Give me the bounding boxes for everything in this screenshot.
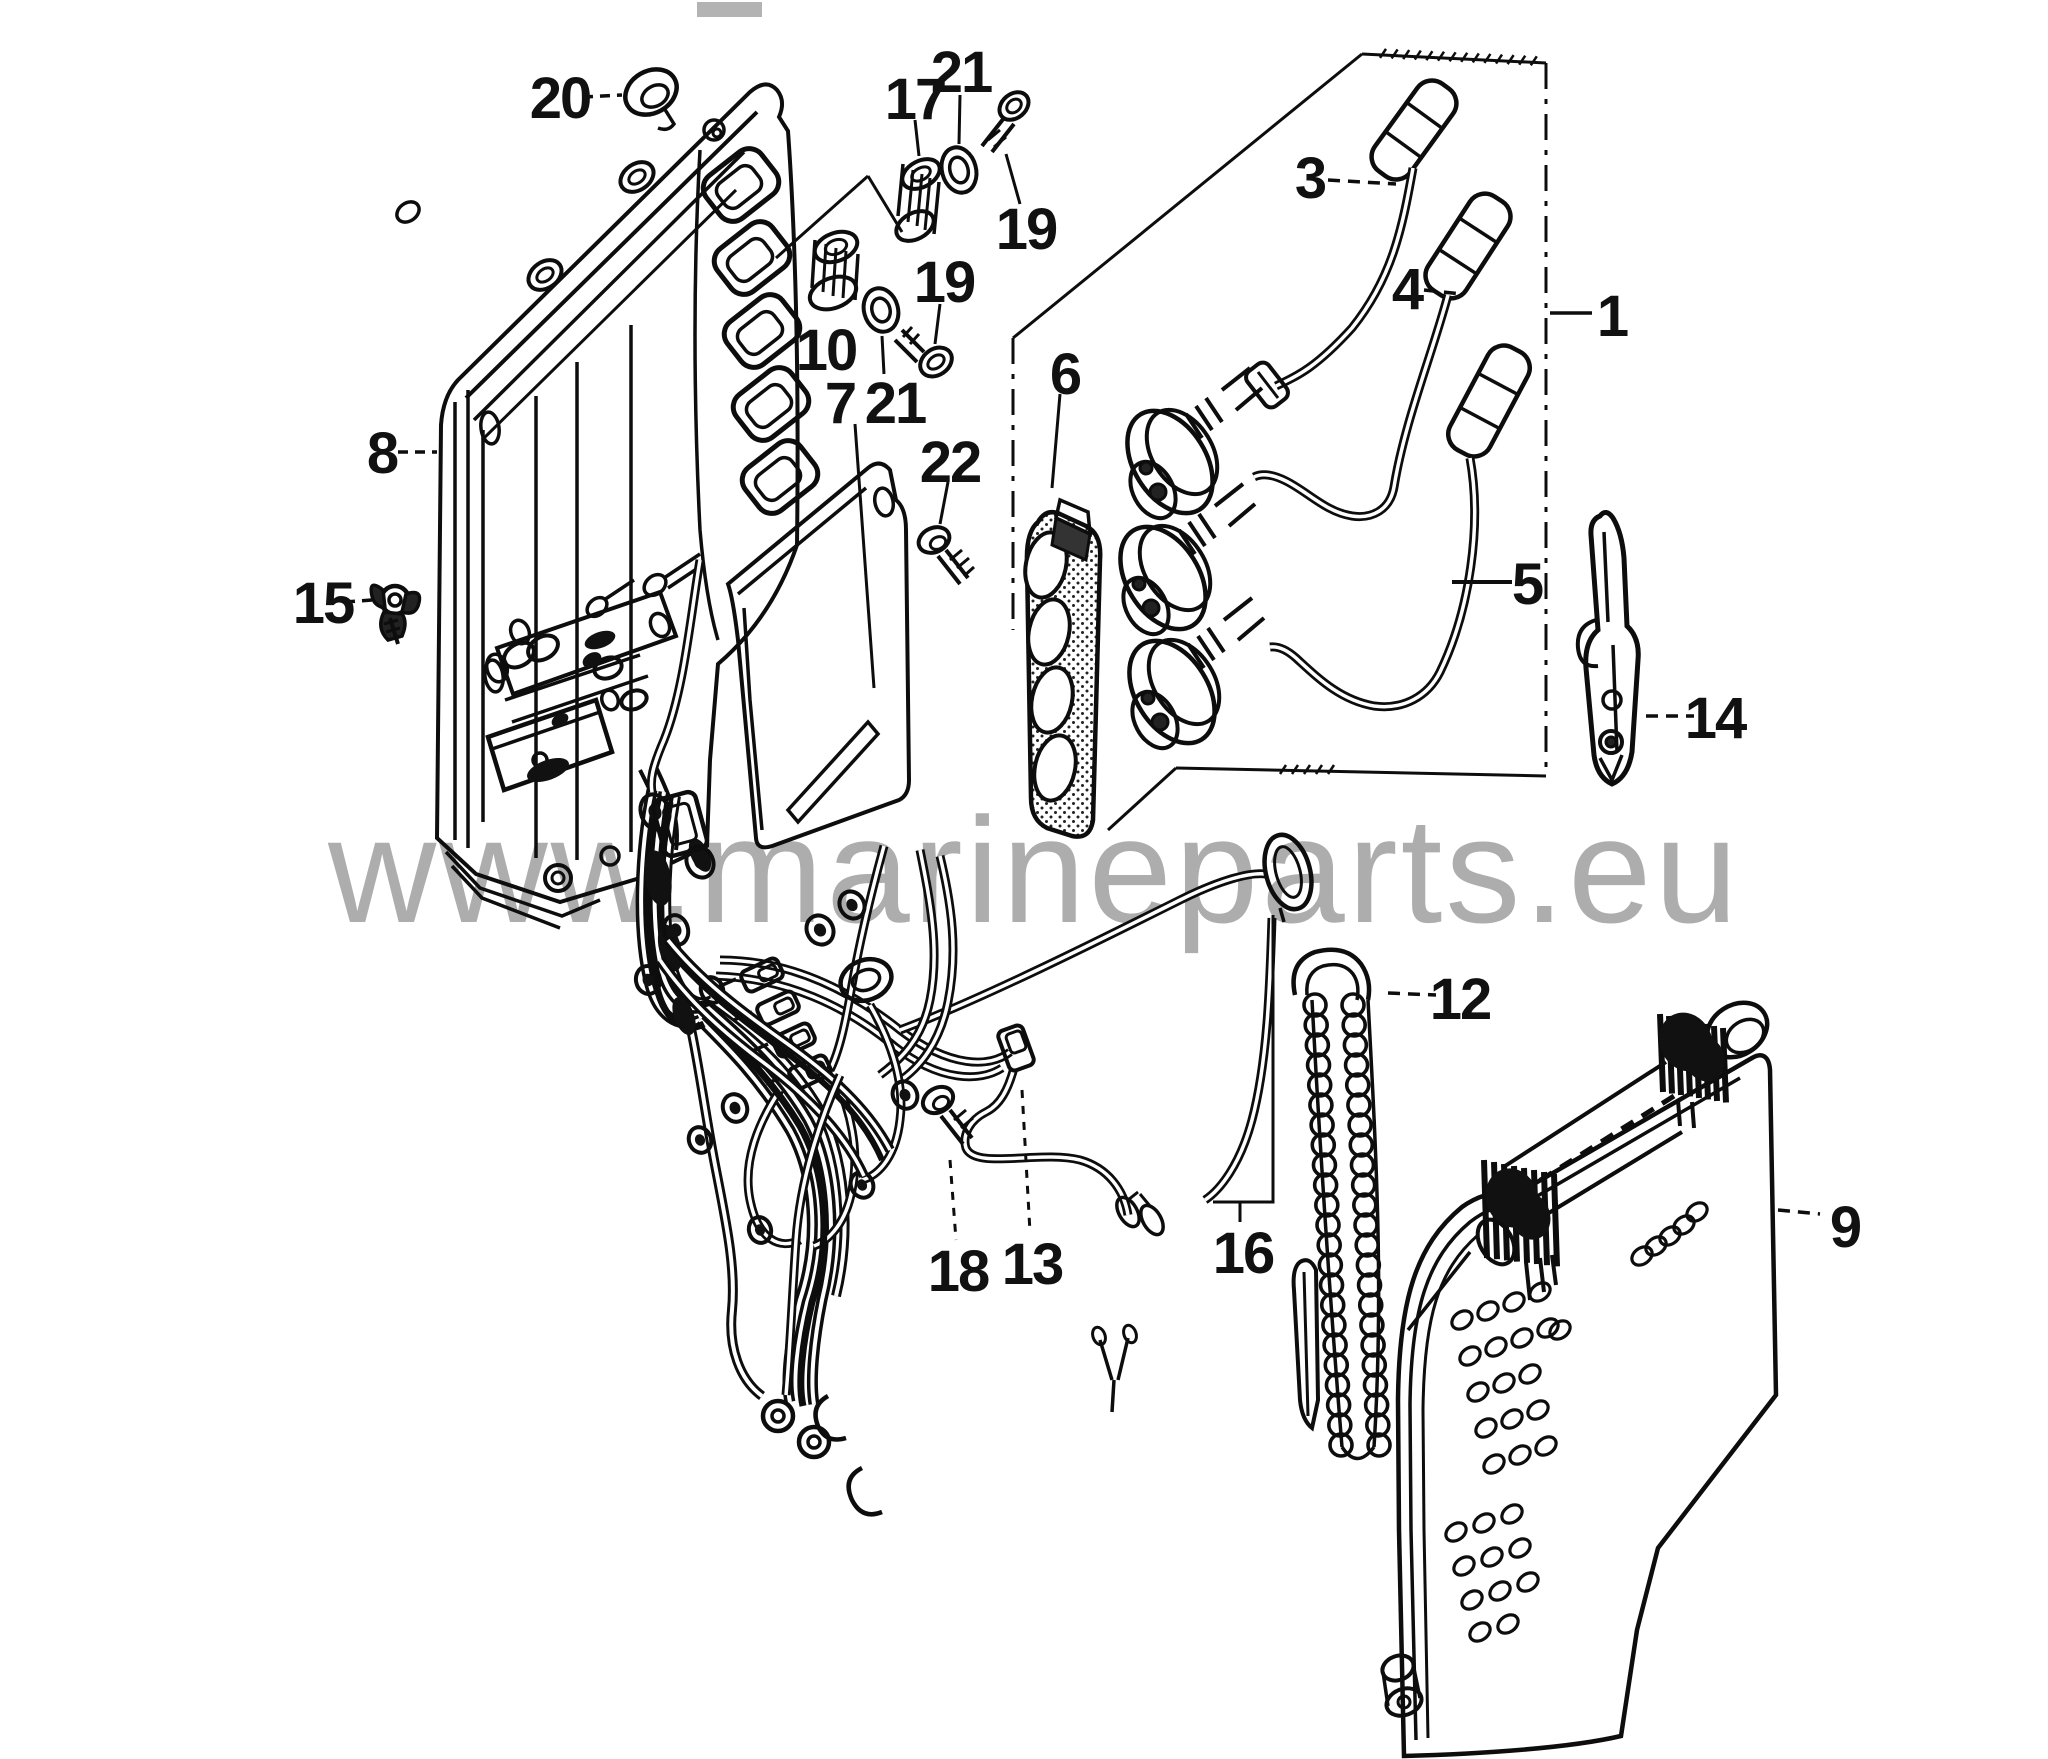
svg-text:1: 1	[1597, 284, 1628, 349]
svg-text:22: 22	[920, 430, 981, 495]
svg-text:19: 19	[996, 197, 1057, 262]
svg-text:14: 14	[1685, 686, 1747, 751]
svg-text:16: 16	[1213, 1221, 1274, 1286]
svg-text:18: 18	[928, 1239, 989, 1304]
svg-text:21: 21	[931, 40, 992, 105]
svg-text:13: 13	[1002, 1232, 1063, 1297]
svg-text:7: 7	[825, 371, 855, 436]
svg-text:3: 3	[1295, 146, 1326, 211]
svg-text:5: 5	[1512, 552, 1543, 617]
svg-text:21: 21	[865, 371, 926, 436]
svg-text:8: 8	[367, 421, 398, 486]
svg-text:15: 15	[293, 571, 354, 636]
svg-text:4: 4	[1392, 257, 1424, 322]
svg-text:12: 12	[1430, 967, 1491, 1032]
svg-text:17: 17	[885, 67, 946, 132]
svg-text:9: 9	[1830, 1195, 1861, 1260]
svg-text:10: 10	[796, 318, 857, 383]
svg-text:20: 20	[530, 66, 591, 131]
svg-text:6: 6	[1050, 342, 1081, 407]
svg-text:19: 19	[914, 250, 975, 315]
